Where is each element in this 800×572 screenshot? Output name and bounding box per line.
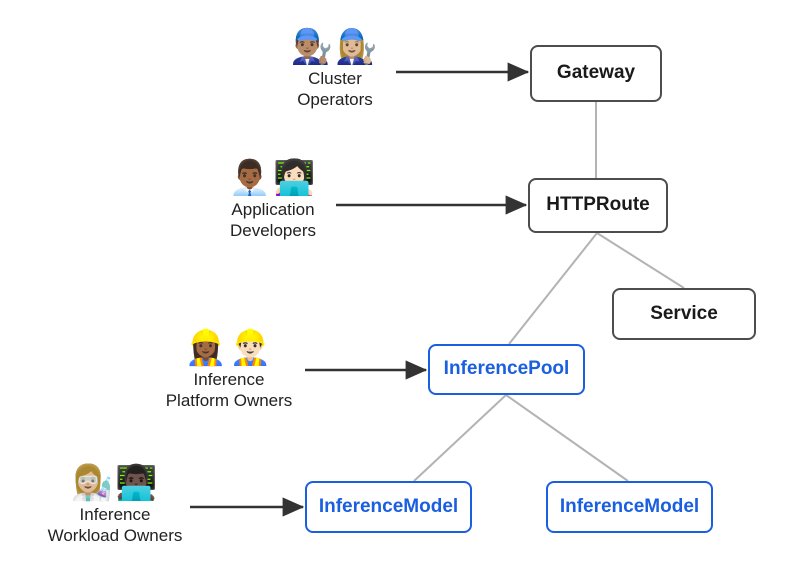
actor-application-developers: 👨🏾‍💼👩🏻‍💻Application Developers	[178, 161, 368, 241]
node-label: HTTPRoute	[546, 194, 650, 216]
node-httproute[interactable]: HTTPRoute	[528, 178, 668, 233]
node-label: InferenceModel	[318, 495, 459, 517]
node-label: Gateway	[556, 62, 636, 84]
actor-inference-platform-owners: 👷🏾‍♀️👷🏻‍♂️Inference Platform Owners	[134, 331, 324, 411]
actor-persona-icon: 👨🏽‍🔧👩🏼‍🔧	[290, 27, 380, 67]
connector-inferencepool-to-model-left	[413, 394, 507, 482]
connector-httproute-to-service	[596, 232, 685, 289]
actor-inference-workload-owners: 👩🏼‍🔬👨🏿‍💻Inference Workload Owners	[20, 466, 210, 546]
node-label: InferenceModel	[559, 495, 700, 517]
node-label: Service	[650, 302, 718, 324]
node-gateway[interactable]: Gateway	[530, 45, 662, 102]
node-inferencepool[interactable]: InferencePool	[428, 344, 585, 395]
actor-label: Application Developers	[230, 200, 316, 240]
actor-label: Inference Platform Owners	[165, 370, 293, 410]
connector-inferencepool-to-model-right	[505, 394, 629, 482]
actor-persona-icon: 👷🏾‍♀️👷🏻‍♂️	[184, 328, 274, 368]
actor-cluster-operators: 👨🏽‍🔧👩🏼‍🔧Cluster Operators	[240, 30, 430, 110]
node-inferencemodel-left[interactable]: InferenceModel	[305, 481, 472, 533]
actor-persona-icon: 👩🏼‍🔬👨🏿‍💻	[70, 463, 160, 503]
actor-label: Cluster Operators	[297, 69, 373, 109]
node-inferencemodel-right[interactable]: InferenceModel	[546, 481, 713, 533]
node-label: InferencePool	[443, 358, 570, 380]
actor-label: Inference Workload Owners	[47, 505, 183, 545]
connector-httproute-to-inferencepool	[508, 232, 598, 345]
node-service[interactable]: Service	[612, 288, 756, 340]
persona-arrows	[190, 62, 530, 517]
actor-persona-icon: 👨🏾‍💼👩🏻‍💻	[228, 158, 318, 198]
